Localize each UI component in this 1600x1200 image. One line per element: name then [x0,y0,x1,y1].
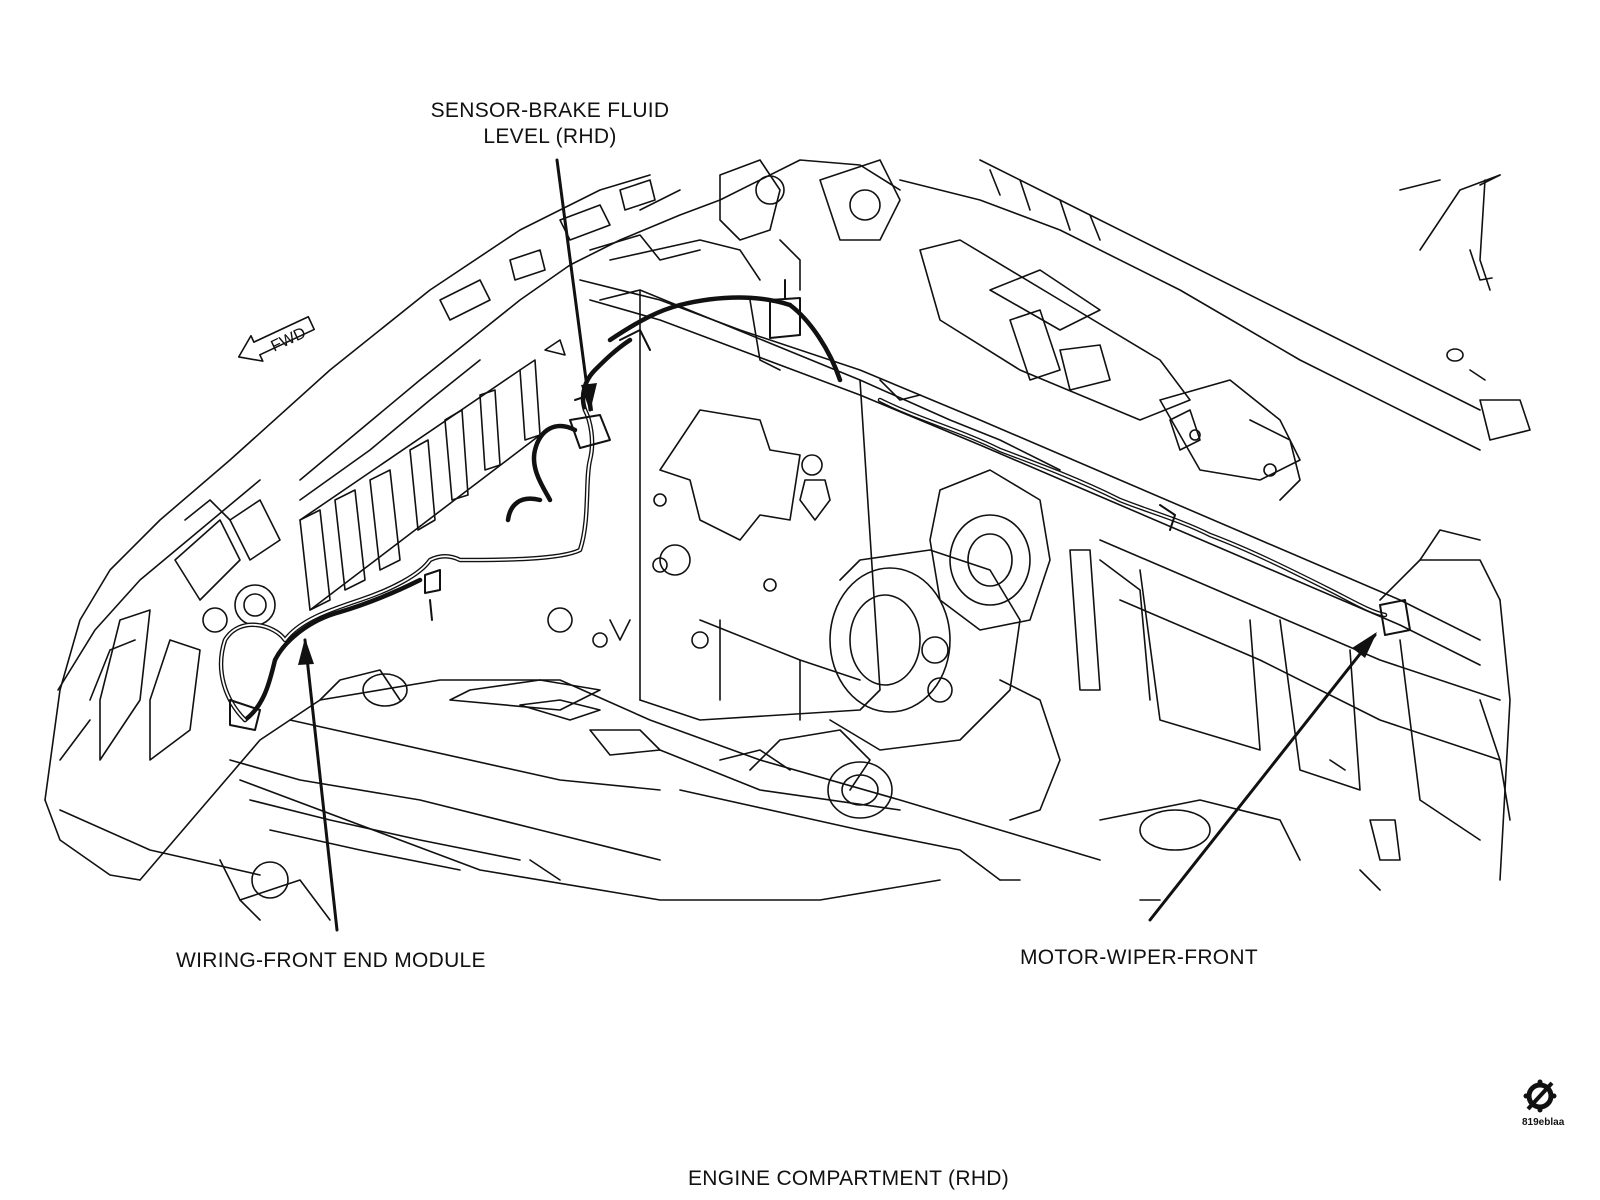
wiring-harness-inner [220,399,1386,721]
strut-tower [929,469,1151,701]
figure-id: 819eblaa [1522,1117,1565,1128]
cowl-crossmember [579,159,1481,666]
harness-connectors [229,279,1411,731]
radiator-support [139,619,1161,921]
right-upper-structure [899,159,1531,501]
fwd-arrow-label: FWD [268,325,308,356]
wiring-harness [218,295,1388,723]
right-rails [1099,529,1511,891]
brake-fluid-sensor-label-line2: LEVEL (RHD) [483,125,617,148]
apron-ribs [299,339,566,611]
brake-fluid-sensor-label-line1: SENSOR-BRAKE FLUID [430,99,670,122]
wiring-front-end-module-label: WIRING-FRONT END MODULE [176,949,486,972]
brake-fluid-sensor-label: SENSOR-BRAKE FLUID LEVEL (RHD) [418,98,682,150]
leader-arrowheads [298,383,1377,665]
circle-slash-gear-icon [1523,1079,1557,1113]
firewall [547,289,1061,721]
left-fender-outline [44,174,651,881]
leader-lines [303,158,1377,932]
cowl-ridge [299,159,901,501]
wheelhouse [829,549,1061,821]
figure-caption: ENGINE COMPARTMENT (RHD) [688,1167,1010,1190]
motor-wiper-front-label: MOTOR-WIPER-FRONT [1020,946,1259,969]
fwd-arrow [237,315,316,362]
